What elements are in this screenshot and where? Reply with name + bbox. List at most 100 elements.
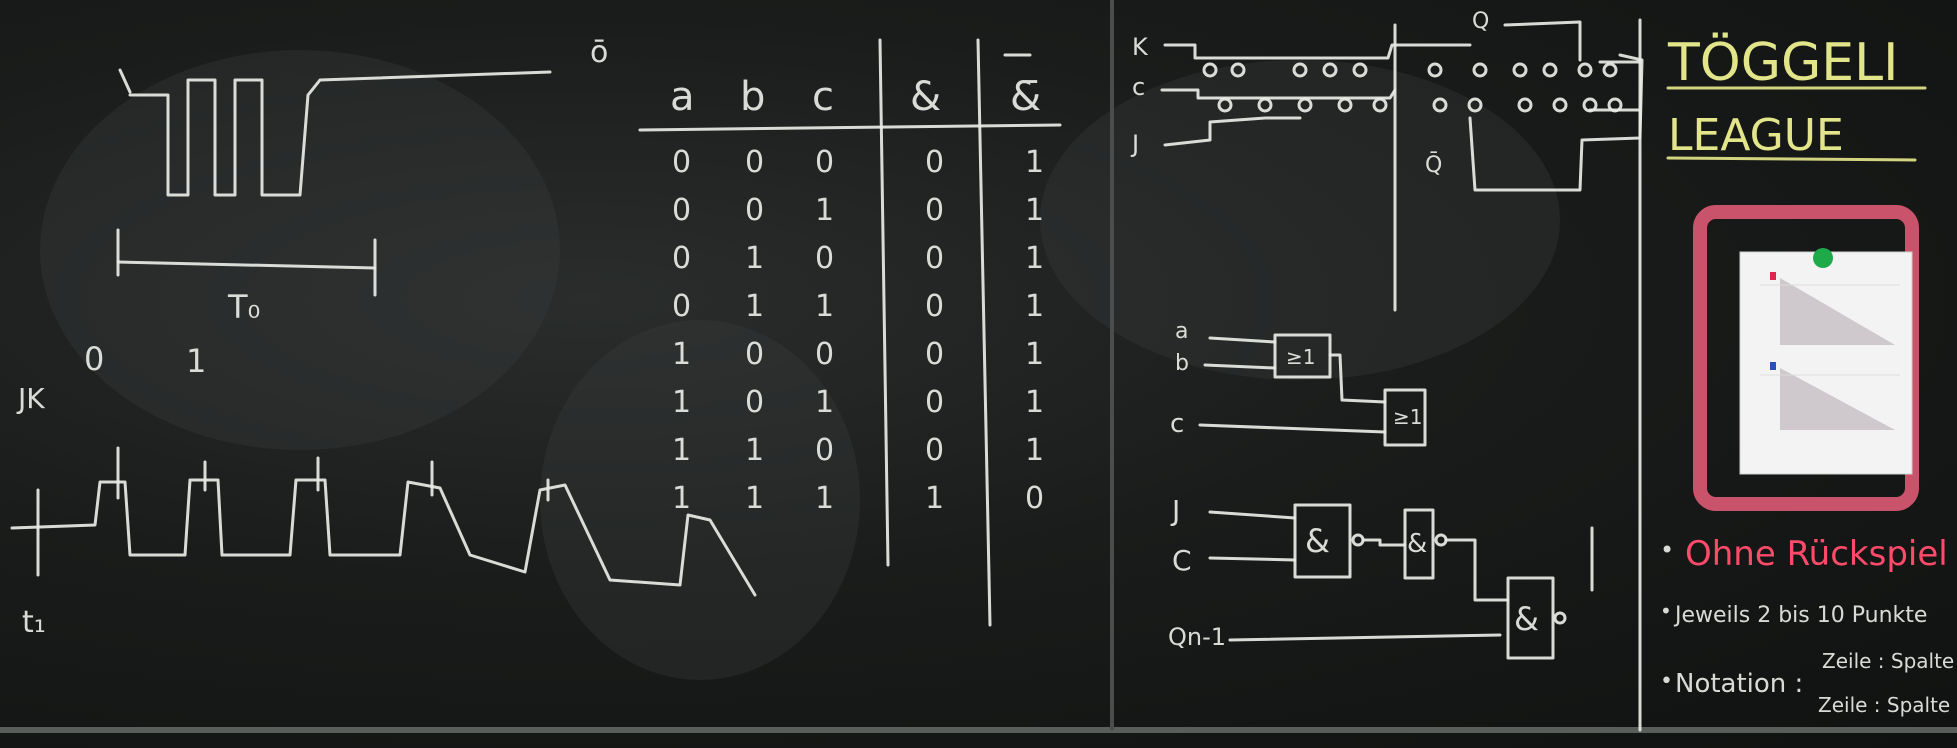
tt-cell-r1-c2: 1 [815, 193, 834, 228]
tt-cell-r2-c3: 0 [925, 241, 944, 276]
ff-node [1432, 97, 1448, 113]
tt-cell-r2-c0: 0 [672, 241, 691, 276]
c-label: c [1132, 73, 1145, 101]
and2-label: & [1407, 529, 1427, 559]
ff-node [1352, 62, 1368, 78]
tt-cell-r2-c1: 1 [745, 241, 764, 276]
tt-cell-r5-c4: 1 [1025, 385, 1044, 420]
ff-node [1472, 62, 1488, 78]
and1-label: & [1305, 522, 1330, 560]
ff-node [1372, 97, 1388, 113]
tt-cell-r0-c3: 0 [925, 145, 944, 180]
ff-node [1517, 97, 1533, 113]
qbar-label: Q̄ [1425, 152, 1442, 178]
clock-waveform-bottom [10, 446, 757, 597]
tt-cell-r1-c1: 0 [745, 193, 764, 228]
th-a: a [670, 74, 695, 120]
tt-cell-r2-c2: 0 [815, 241, 834, 276]
tt-cell-r0-c1: 0 [745, 145, 764, 180]
jk-flipflop-schematic [1160, 20, 1644, 312]
tt-cell-r7-c4: 0 [1025, 481, 1044, 516]
k-label: K [1132, 33, 1149, 61]
clock-waveform-top [118, 68, 552, 197]
and3-label: & [1514, 600, 1539, 638]
tt-cell-r6-c1: 1 [745, 433, 764, 468]
tt-cell-r0-c0: 0 [672, 145, 691, 180]
or2-label: ≥1 [1393, 405, 1422, 429]
ff-node [1427, 62, 1443, 78]
tt-cell-r7-c1: 1 [745, 481, 764, 516]
th-nand: &̄ [1010, 74, 1041, 120]
tt-cell-r6-c3: 0 [925, 433, 944, 468]
ff-node [1297, 97, 1313, 113]
tt-cell-r4-c2: 0 [815, 337, 834, 372]
tt-cell-r3-c3: 0 [925, 289, 944, 324]
truth-table [638, 38, 1062, 627]
bullet-dot-2: • [1660, 599, 1672, 623]
zero-label: 0 [84, 340, 104, 378]
ff-node [1217, 97, 1233, 113]
league-bullet-3-a: Zeile : Spalte [1822, 649, 1954, 673]
th-c: c [812, 74, 834, 120]
league-bullet-3-b: Zeile : Spalte [1818, 693, 1950, 717]
th-and: & [910, 74, 941, 120]
tt-cell-r7-c2: 1 [815, 481, 834, 516]
ff-node [1542, 62, 1558, 78]
t1-label: t₁ [22, 605, 46, 640]
tt-cell-r5-c2: 1 [815, 385, 834, 420]
tt-cell-r5-c3: 0 [925, 385, 944, 420]
b-label: b [1175, 351, 1189, 376]
or1-label: ≥1 [1286, 345, 1315, 369]
tt-cell-r7-c0: 1 [672, 481, 691, 516]
tt-cell-r1-c4: 1 [1025, 193, 1044, 228]
ff-node [1607, 97, 1623, 113]
tt-cell-r5-c1: 0 [745, 385, 764, 420]
tt-cell-r1-c3: 0 [925, 193, 944, 228]
bar-label: ō [590, 35, 608, 70]
tt-cell-r3-c0: 0 [672, 289, 691, 324]
ff-node [1552, 97, 1568, 113]
q-label: Q [1472, 9, 1489, 34]
c2-label: c [1170, 409, 1184, 439]
one-label: 1 [186, 342, 206, 380]
ff-node [1322, 62, 1338, 78]
ff-node [1512, 62, 1528, 78]
a-label: a [1175, 319, 1188, 344]
t0-label: T₀ [227, 288, 260, 326]
tt-cell-r2-c4: 1 [1025, 241, 1044, 276]
league-title-1: TÖGGELI [1667, 32, 1898, 93]
tt-cell-r3-c1: 1 [745, 289, 764, 324]
sheet-grid [1760, 272, 1900, 430]
bullet-dot-1: • [1660, 536, 1674, 564]
period-marker [116, 228, 377, 297]
tt-cell-r5-c0: 1 [672, 385, 691, 420]
tt-cell-r4-c0: 1 [672, 337, 691, 372]
tt-cell-r3-c4: 1 [1025, 289, 1044, 324]
tt-cell-r0-c4: 1 [1025, 145, 1044, 180]
tt-cell-r3-c2: 1 [815, 289, 834, 324]
and-gates [1208, 503, 1594, 660]
ff-node [1582, 97, 1598, 113]
ff-node [1202, 62, 1218, 78]
tt-cell-r4-c4: 1 [1025, 337, 1044, 372]
ff-node [1602, 62, 1618, 78]
ff-node [1230, 62, 1246, 78]
tt-cell-r4-c3: 0 [925, 337, 944, 372]
tt-cell-r4-c1: 0 [745, 337, 764, 372]
league-bullet-3-label: Notation : [1675, 669, 1803, 699]
ff-node [1292, 62, 1308, 78]
tt-cell-r7-c3: 1 [925, 481, 944, 516]
ff-node [1337, 97, 1353, 113]
pinned-sheet [1739, 251, 1913, 475]
green-pin-icon [1813, 248, 1833, 268]
qn-label: Qn-1 [1168, 623, 1226, 651]
league-bullet-1: Ohne Rückspiel [1685, 534, 1948, 574]
tt-cell-r6-c2: 0 [815, 433, 834, 468]
c3-label: C [1172, 544, 1192, 577]
league-underlines [1638, 18, 1927, 732]
tt-cell-r1-c0: 0 [672, 193, 691, 228]
ff-node [1257, 97, 1273, 113]
th-b: b [740, 74, 765, 120]
